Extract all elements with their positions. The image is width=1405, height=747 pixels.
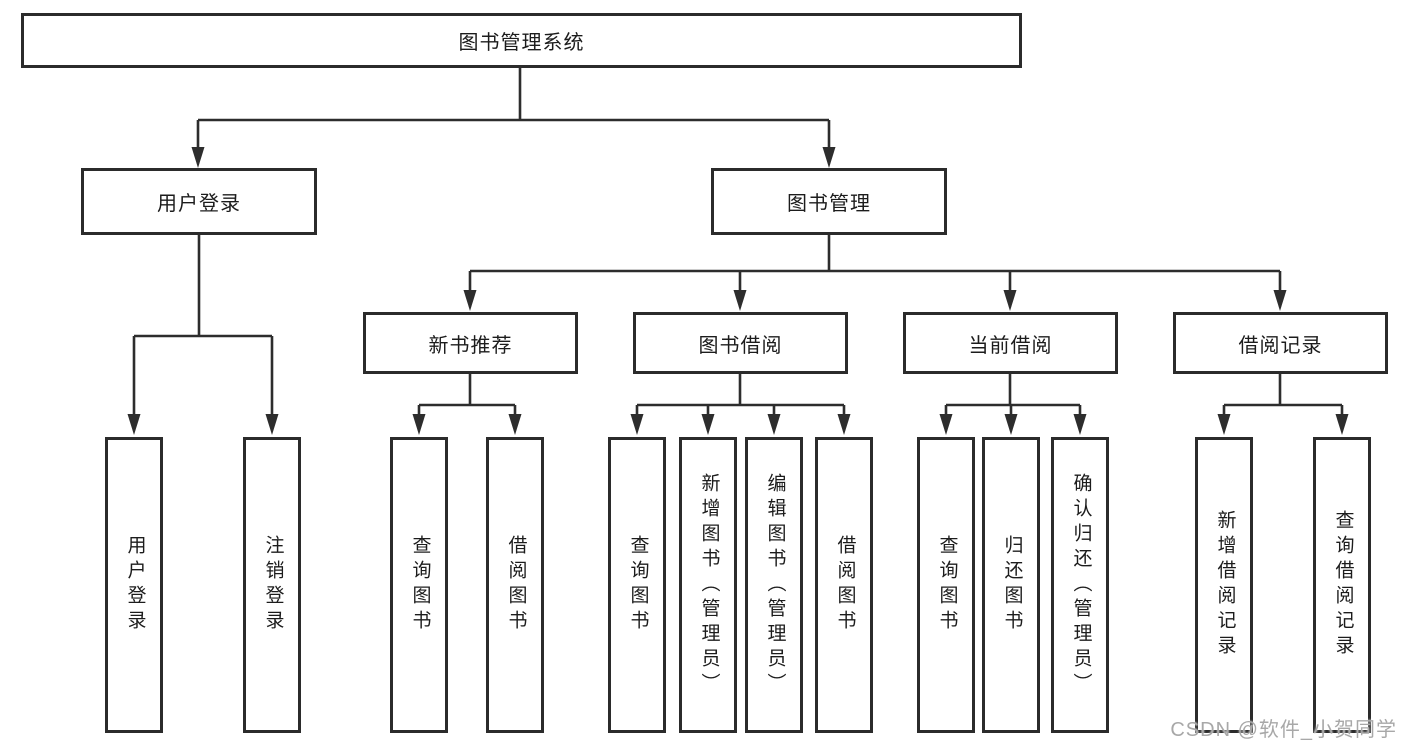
node-new-book-recommend: 新书推荐 [363, 312, 578, 374]
leaf-confirm-return-admin: 确认归还（管理员） [1051, 437, 1109, 733]
node-book-borrow-label: 图书借阅 [698, 334, 783, 357]
leaf-return-books-label: 归还图书 [1001, 535, 1023, 635]
leaf-add-books-admin-label: 新增图书（管理员） [698, 472, 720, 698]
leaf-edit-books-admin: 编辑图书（管理员） [745, 437, 803, 733]
node-book-borrow: 图书借阅 [633, 312, 848, 374]
node-current-borrow: 当前借阅 [903, 312, 1118, 374]
node-user-login-label: 用户登录 [157, 193, 241, 215]
leaf-query-books-borrow: 查询图书 [608, 437, 666, 733]
leaf-return-books: 归还图书 [982, 437, 1040, 733]
leaf-edit-books-admin-label: 编辑图书（管理员） [764, 472, 786, 698]
leaf-user-login: 用户登录 [105, 437, 163, 733]
leaf-query-books-borrow-label: 查询图书 [627, 535, 649, 635]
node-book-management-label: 图书管理 [787, 193, 871, 215]
leaf-query-borrow-record: 查询借阅记录 [1313, 437, 1371, 733]
node-new-book-recommend-label: 新书推荐 [428, 334, 513, 357]
node-borrow-records-label: 借阅记录 [1238, 334, 1323, 357]
leaf-add-books-admin: 新增图书（管理员） [679, 437, 737, 733]
leaf-borrow-books-recommend-label: 借阅图书 [505, 535, 527, 635]
leaf-confirm-return-admin-label: 确认归还（管理员） [1070, 472, 1092, 698]
leaf-borrow-books-label: 借阅图书 [834, 535, 856, 635]
leaf-query-books-recommend: 查询图书 [390, 437, 448, 733]
leaf-add-borrow-record-label: 新增借阅记录 [1214, 510, 1236, 660]
csdn-watermark: CSDN @软件_小贺同学 [1170, 719, 1397, 741]
leaf-logout: 注销登录 [243, 437, 301, 733]
node-root-label: 图书管理系统 [458, 32, 585, 54]
leaf-logout-label: 注销登录 [262, 535, 284, 635]
leaf-query-books-recommend-label: 查询图书 [409, 535, 431, 635]
leaf-borrow-books: 借阅图书 [815, 437, 873, 733]
node-current-borrow-label: 当前借阅 [968, 334, 1053, 357]
leaf-add-borrow-record: 新增借阅记录 [1195, 437, 1253, 733]
node-user-login: 用户登录 [81, 168, 317, 235]
leaf-query-books-current-label: 查询图书 [936, 535, 958, 635]
node-borrow-records: 借阅记录 [1173, 312, 1388, 374]
node-root: 图书管理系统 [21, 13, 1022, 68]
leaf-user-login-label: 用户登录 [124, 535, 146, 635]
leaf-borrow-books-recommend: 借阅图书 [486, 437, 544, 733]
leaf-query-borrow-record-label: 查询借阅记录 [1332, 510, 1354, 660]
leaf-query-books-current: 查询图书 [917, 437, 975, 733]
node-book-management: 图书管理 [711, 168, 947, 235]
